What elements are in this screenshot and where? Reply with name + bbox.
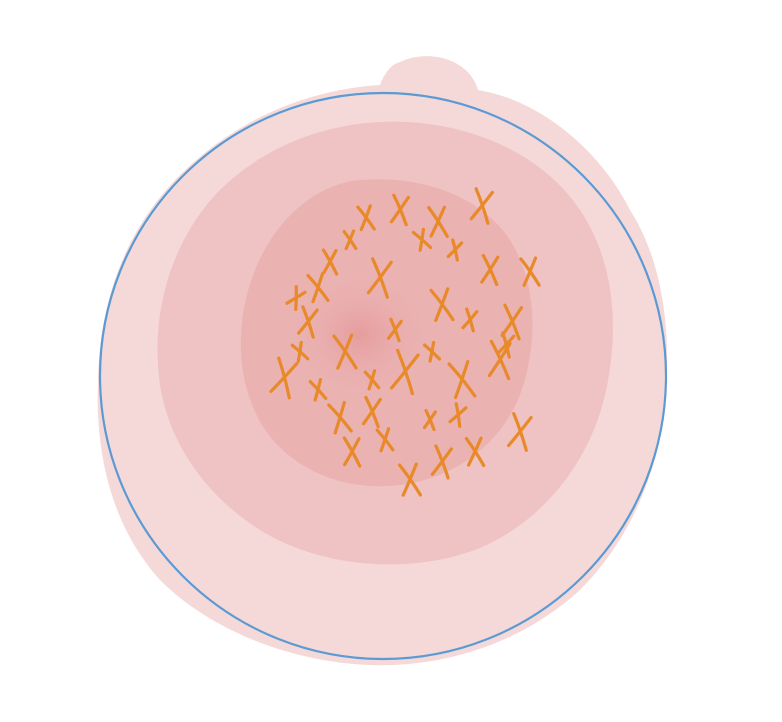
x-mark — [422, 340, 442, 363]
x-mark — [447, 360, 477, 400]
core-glow — [285, 270, 435, 400]
x-mark — [464, 436, 486, 468]
x-mark — [389, 193, 410, 227]
x-mark — [430, 444, 453, 480]
x-mark — [285, 284, 307, 312]
x-mark — [411, 227, 433, 252]
x-mark — [321, 248, 339, 276]
x-mark — [446, 238, 464, 262]
x-mark — [297, 305, 319, 339]
x-mark — [306, 272, 330, 304]
x-mark — [366, 257, 393, 299]
x-mark — [290, 340, 310, 363]
x-mark — [397, 462, 423, 497]
x-mark — [327, 400, 353, 435]
x-mark — [269, 356, 299, 400]
x-mark — [375, 427, 395, 453]
x-mark — [469, 187, 495, 225]
x-mark — [519, 256, 541, 287]
x-mark — [361, 395, 382, 429]
x-mark — [363, 369, 381, 391]
x-mark — [308, 377, 328, 402]
x-mark — [496, 331, 516, 359]
x-mark — [389, 348, 420, 396]
x-mark — [342, 436, 362, 468]
outer-circle — [98, 91, 668, 661]
x-mark — [332, 333, 358, 370]
x-mark — [427, 205, 449, 238]
x-mark — [342, 229, 358, 251]
x-mark — [448, 402, 468, 428]
x-mark — [429, 287, 455, 323]
x-mark — [422, 408, 437, 432]
x-mark — [480, 253, 500, 287]
x-mark — [506, 412, 533, 452]
x-mark — [461, 307, 479, 333]
x-marks-group — [269, 187, 541, 497]
x-mark — [386, 317, 403, 343]
x-mark — [356, 204, 376, 232]
